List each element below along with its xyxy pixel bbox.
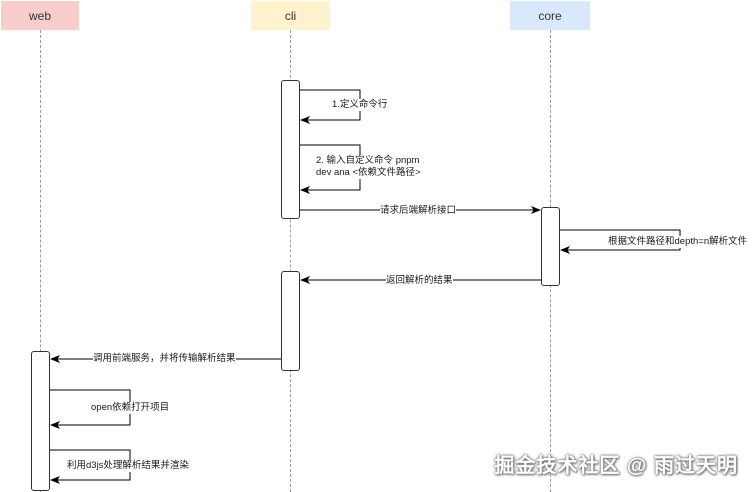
actor-web: web (1, 1, 79, 30)
message-input-command: 2. 输入自定义命令 pnpm dev ana <依赖文件路径> (316, 155, 421, 179)
actor-cli: cli (251, 1, 330, 30)
actor-core: core (510, 1, 590, 30)
activation-cli-2 (281, 271, 300, 371)
message-define-command: 1.定义命令行 (332, 99, 388, 111)
message-input-command-line1: 2. 输入自定义命令 pnpm (316, 155, 420, 166)
activation-web-1 (31, 351, 50, 491)
message-request-api: 请求后端解析接口 (380, 205, 457, 217)
activation-core-1 (541, 207, 560, 286)
message-call-frontend: 调用前端服务，并将传输解析结果 (93, 353, 236, 365)
message-open-project: open依赖打开项目 (91, 402, 170, 414)
activation-cli-1 (281, 80, 300, 219)
message-render-d3: 利用d3js处理解析结果并渲染 (67, 460, 189, 472)
watermark: 掘金技术社区 @ 雨过天明 (494, 455, 738, 477)
message-parse-file: 根据文件路径和depth=n解析文件 (608, 236, 748, 248)
lifeline-cli (290, 30, 291, 492)
lifeline-web (40, 30, 41, 492)
message-return-result: 返回解析的结果 (386, 275, 453, 287)
message-input-command-line2: dev ana <依赖文件路径> (316, 167, 421, 178)
